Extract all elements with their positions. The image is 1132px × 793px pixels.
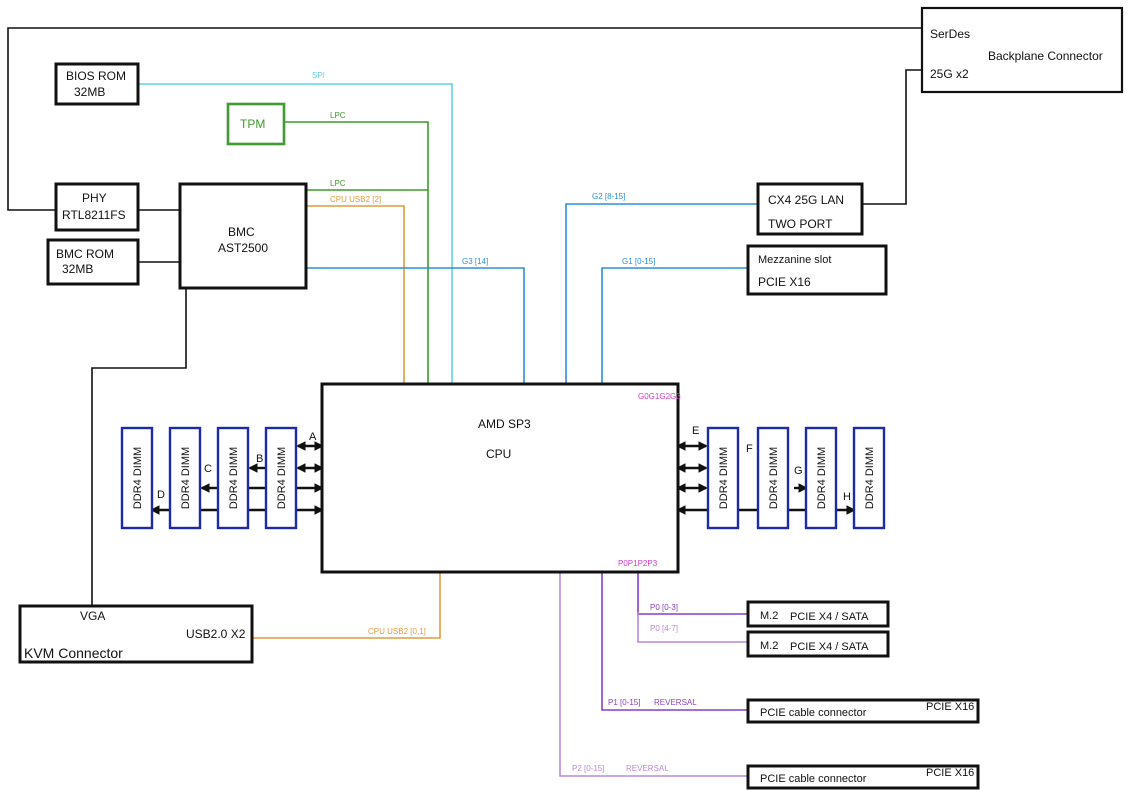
bmc-chip: AST2500 — [218, 241, 268, 255]
channel-label-b: B — [256, 453, 263, 465]
bios-rom: BIOS ROM 32MB — [54, 62, 140, 106]
channel-label-e: E — [692, 425, 699, 437]
cpu-label: CPU — [486, 447, 511, 461]
m2-slot-2-prefix: M.2 — [760, 640, 778, 652]
bus-label-cpu-usb-kvm: CPU USB2 [0,1] — [368, 627, 426, 636]
cpu: AMD SP3 CPU G0G1G2G3 P0P1P2P3 — [320, 382, 681, 574]
bmc-label: BMC — [228, 225, 255, 239]
pcie-cable-1-label: PCIE cable connector — [760, 707, 867, 719]
bios-rom-size: 32MB — [74, 85, 105, 99]
dimm-label: DDR4 DIMM — [718, 447, 730, 509]
wire-lan-backplane — [862, 69, 922, 205]
cpu-port-top: G0G1G2G3 — [638, 392, 681, 401]
backplane-title: Backplane Connector — [988, 49, 1103, 63]
dimm-label: DDR4 DIMM — [768, 447, 780, 509]
wire-bmc-vga — [91, 288, 187, 606]
m2-slot-1-label: PCIE X4 / SATA — [790, 611, 869, 623]
bus-label-p2: P2 [0-15] — [572, 764, 604, 773]
dimm-slot — [168, 426, 202, 530]
dimm-label: DDR4 DIMM — [864, 447, 876, 509]
wire-p0-b — [637, 612, 748, 643]
bus-label-p0-b: P0 [4-7] — [650, 624, 678, 633]
phy: PHY RTL8211FS — [54, 182, 140, 232]
kvm-usb-label: USB2.0 X2 — [186, 627, 246, 641]
m2-slot-2: M.2 PCIE X4 / SATA — [746, 630, 890, 658]
channel-label-f: F — [746, 443, 753, 455]
dimm-slot — [852, 426, 886, 530]
dimm-label: DDR4 DIMM — [228, 447, 240, 509]
wire-lpc-tpm — [284, 121, 429, 384]
dimm-slot — [264, 426, 298, 530]
pcie-cable-connector-1: PCIE cable connector PCIE X16 — [746, 698, 980, 724]
bmc-rom: BMC ROM 32MB — [46, 238, 140, 286]
m2-slot-1-prefix: M.2 — [760, 610, 778, 622]
wire-p1 — [601, 572, 748, 711]
bus-label-lpc-bmc: LPC — [330, 179, 346, 188]
mezzanine-slot: Mezzanine slot PCIE X16 — [746, 244, 888, 296]
bus-label-p2-reversal: REVERSAL — [626, 764, 669, 773]
wire-usb-bmc — [306, 205, 405, 384]
serdes-speed: 25G x2 — [930, 67, 969, 81]
wire-g3 — [306, 267, 525, 384]
bus-label-spi: SPI — [312, 71, 325, 80]
wire-usb-kvm — [252, 570, 441, 639]
pcie-cable-2-label: PCIE cable connector — [760, 773, 867, 785]
lan-label: CX4 25G LAN — [768, 193, 844, 207]
dimm-label: DDR4 DIMM — [132, 447, 144, 509]
pcie-cable-2-speed: PCIE X16 — [926, 767, 974, 779]
backplane-connector: SerDes Backplane Connector 25G x2 — [920, 6, 1124, 94]
channel-label-c: C — [204, 463, 212, 475]
cpu-port-bottom: P0P1P2P3 — [618, 559, 658, 568]
wire-spi — [138, 83, 453, 384]
cpu-socket-label: AMD SP3 — [478, 417, 531, 431]
tpm-label: TPM — [240, 117, 265, 131]
phy-chip: RTL8211FS — [62, 208, 126, 222]
kvm-connector: VGA USB2.0 X2 KVM Connector — [18, 604, 254, 664]
dimm-bank-left — [120, 426, 298, 530]
tpm: TPM — [226, 102, 286, 146]
kvm-title: KVM Connector — [24, 645, 123, 661]
dimm-slot — [216, 426, 250, 530]
wire-p2 — [559, 572, 748, 777]
bus-label-p1: P1 [0-15] — [608, 698, 640, 707]
mezzanine-label: Mezzanine slot — [758, 254, 831, 266]
channel-label-h: H — [843, 491, 851, 503]
bus-label-cpu-usb-bmc: CPU USB2 [2] — [330, 195, 381, 204]
dimm-label: DDR4 DIMM — [816, 447, 828, 509]
pcie-cable-connector-2: PCIE cable connector PCIE X16 — [746, 764, 980, 790]
dimm-label: DDR4 DIMM — [180, 447, 192, 509]
serdes-label: SerDes — [930, 27, 970, 41]
wire-g1 — [601, 267, 748, 384]
m2-slot-2-label: PCIE X4 / SATA — [790, 641, 869, 653]
bus-label-lpc-tpm: LPC — [330, 111, 346, 120]
pcie-cable-1-speed: PCIE X16 — [926, 701, 974, 713]
dimm-slot — [804, 426, 838, 530]
lan-ports: TWO PORT — [768, 217, 833, 231]
bus-label-g3: G3 [14] — [462, 257, 488, 266]
channel-label-a: A — [309, 431, 317, 443]
bmc: BMC AST2500 — [178, 182, 308, 290]
mezzanine-speed: PCIE X16 — [758, 275, 811, 289]
bmc-rom-size: 32MB — [62, 262, 93, 276]
m2-slot-1: M.2 PCIE X4 / SATA — [746, 600, 890, 628]
dimm-bank-right — [706, 426, 886, 530]
bus-label-g1: G1 [0-15] — [622, 257, 655, 266]
bus-label-p0-a: P0 [0-3] — [650, 603, 678, 612]
dimm-slot — [706, 426, 740, 530]
phy-label: PHY — [82, 191, 107, 205]
bios-rom-label: BIOS ROM — [66, 69, 126, 83]
bmc-rom-label: BMC ROM — [56, 247, 114, 261]
channel-label-g: G — [794, 465, 803, 477]
dimm-label: DDR4 DIMM — [276, 447, 288, 509]
lan-controller: CX4 25G LAN TWO PORT — [756, 182, 864, 236]
bus-label-g2: G2 [8-15] — [592, 192, 625, 201]
channel-label-d: D — [157, 489, 165, 501]
kvm-vga-label: VGA — [80, 609, 105, 623]
wire-serdes-phy — [7, 27, 922, 211]
dimm-slot — [120, 426, 154, 530]
wire-g2 — [565, 203, 758, 384]
bus-label-p1-reversal: REVERSAL — [654, 698, 697, 707]
dimm-slot — [756, 426, 790, 530]
